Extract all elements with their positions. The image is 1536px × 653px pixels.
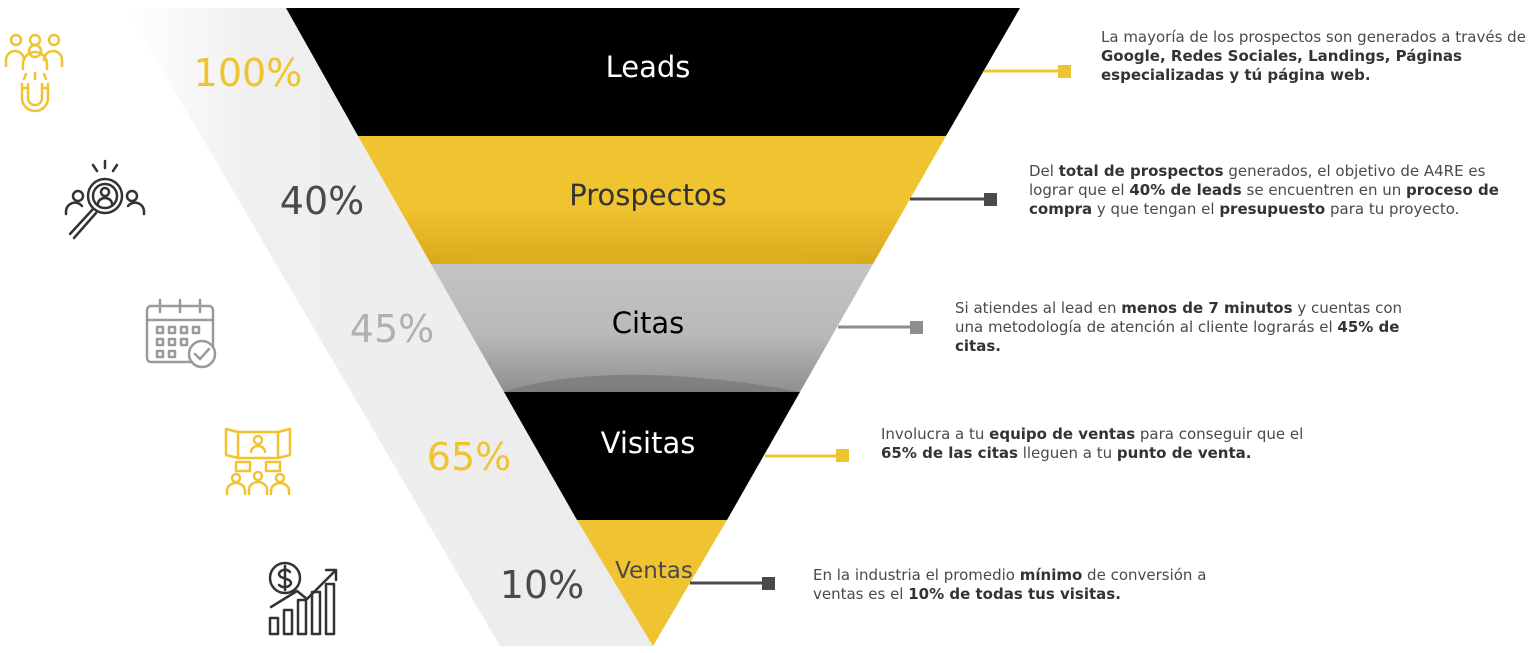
description-run: 10% de todas tus visitas. bbox=[908, 585, 1121, 603]
funnel-segment-ventas bbox=[577, 520, 727, 646]
stage-description-prospectos: Del total de prospectos generados, el ob… bbox=[1029, 162, 1519, 219]
connector-leads bbox=[984, 65, 1071, 78]
presentation-team-icon bbox=[224, 427, 292, 496]
description-run: presupuesto bbox=[1219, 200, 1326, 218]
description-run: Involucra a tu bbox=[881, 425, 990, 443]
description-run: La mayoría de los prospectos son generad… bbox=[1101, 28, 1526, 46]
description-run: Si atiendes al lead en bbox=[955, 299, 1122, 317]
funnel-side-ribbon bbox=[126, 8, 653, 646]
description-run: total de prospectos bbox=[1058, 162, 1224, 180]
funnel-segment-prospectos bbox=[358, 136, 946, 264]
description-run: se encuentren en un bbox=[1241, 181, 1407, 199]
percent-leads: 100% bbox=[194, 51, 303, 95]
funnel-segment-leads bbox=[286, 8, 1020, 136]
percent-ventas: 10% bbox=[500, 563, 584, 607]
description-run: de conversión a ventas es el bbox=[813, 566, 1207, 603]
description-run: 65% de las citas bbox=[881, 444, 1018, 462]
connector-citas bbox=[838, 321, 923, 334]
description-run: mínimo bbox=[1019, 566, 1083, 584]
connector-ventas bbox=[690, 577, 775, 590]
description-run: equipo de ventas bbox=[989, 425, 1136, 443]
description-run: y cuentas con una metodología de atenció… bbox=[955, 299, 1403, 336]
percent-citas: 45% bbox=[350, 307, 434, 351]
description-run: y que tengan el bbox=[1092, 200, 1220, 218]
percent-prospectos: 40% bbox=[280, 179, 364, 223]
funnel-segment-visitas bbox=[504, 392, 800, 520]
calendar-check-icon bbox=[145, 298, 217, 369]
description-run: para conseguir que el bbox=[1135, 425, 1304, 443]
connector-visitas bbox=[765, 449, 849, 462]
description-run: punto de venta. bbox=[1116, 444, 1252, 462]
citas-fold-shadow bbox=[504, 374, 800, 392]
connector-prospectos bbox=[910, 193, 997, 206]
prospectos-fold-shadow bbox=[431, 246, 873, 264]
stage-description-citas: Si atiendes al lead en menos de 7 minuto… bbox=[955, 299, 1405, 356]
stage-label-visitas: Visitas bbox=[601, 426, 696, 460]
stage-label-citas: Citas bbox=[612, 306, 685, 340]
description-run: 45% de citas. bbox=[955, 318, 1400, 355]
description-run: lleguen a tu bbox=[1017, 444, 1117, 462]
description-run: menos de 7 minutos bbox=[1121, 299, 1293, 317]
funnel-segment-citas bbox=[431, 264, 873, 392]
stage-label-prospectos: Prospectos bbox=[569, 178, 727, 212]
stage-description-leads: La mayoría de los prospectos son generad… bbox=[1101, 28, 1533, 85]
stage-label-leads: Leads bbox=[606, 50, 691, 84]
stage-description-visitas: Involucra a tu equipo de ventas para con… bbox=[881, 425, 1311, 463]
description-run: Del bbox=[1029, 162, 1059, 180]
magnifier-user-icon bbox=[64, 159, 146, 240]
dollar-growth-chart-icon bbox=[268, 561, 338, 636]
description-run: Google, Redes Sociales, Landings, Página… bbox=[1101, 47, 1462, 84]
percent-visitas: 65% bbox=[427, 435, 511, 479]
people-magnet-icon bbox=[4, 33, 64, 113]
stage-label-ventas: Ventas bbox=[615, 558, 693, 584]
description-run: En la industria el promedio bbox=[813, 566, 1020, 584]
description-run: 40% de leads bbox=[1129, 181, 1242, 199]
description-run: generados, el objetivo de A4RE es lograr… bbox=[1029, 162, 1486, 199]
stage-description-ventas: En la industria el promedio mínimo de co… bbox=[813, 566, 1233, 604]
description-run: para tu proyecto. bbox=[1325, 200, 1460, 218]
description-run: proceso de compra bbox=[1029, 181, 1499, 218]
